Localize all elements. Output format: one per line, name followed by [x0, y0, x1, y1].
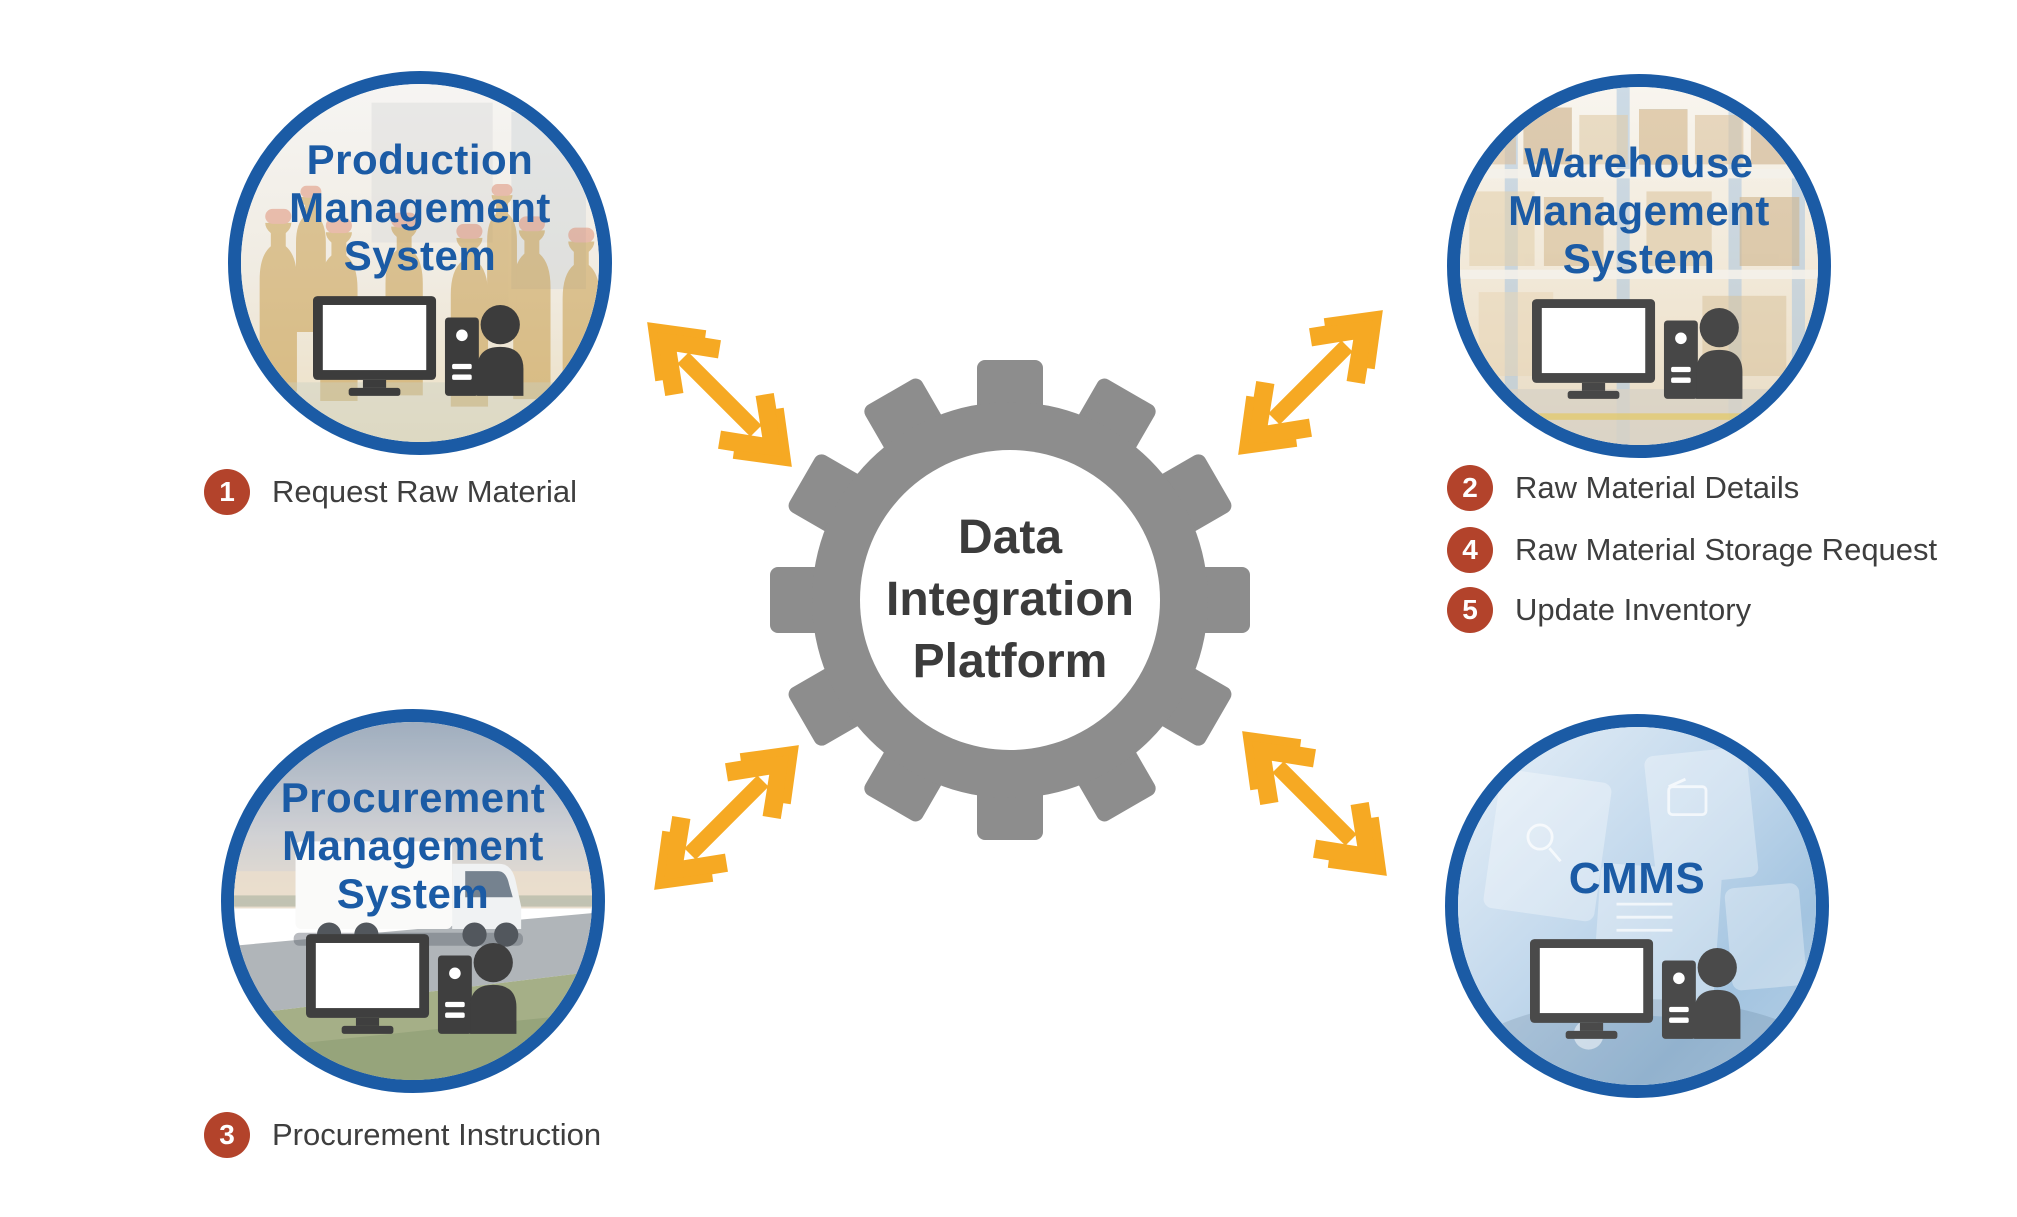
annotation-label: Raw Material Storage Request	[1515, 532, 1938, 567]
data-integration-platform-node: Data Integration Platform	[770, 360, 1250, 840]
gear-icon	[770, 360, 1250, 840]
node-warehouse-management-system: Warehouse Management System	[1447, 74, 1831, 458]
node-production-management-system: Production Management System	[228, 71, 612, 455]
annotation-label: Request Raw Material	[272, 474, 577, 509]
annotation-label: Update Inventory	[1515, 592, 1752, 627]
platform-title: Data Integration Platform	[886, 511, 1134, 688]
double-headed-arrow-icon	[1242, 731, 1387, 876]
annotation-raw-material-storage-request: 4 Raw Material Storage Request	[1447, 527, 1937, 573]
production-photo	[241, 84, 599, 442]
annotation-raw-material-details: 2 Raw Material Details	[1447, 465, 1799, 511]
arrow-cmms-platform	[1207, 696, 1422, 911]
arrow-production-platform	[612, 287, 827, 502]
step-number-badge: 2	[1447, 465, 1493, 511]
computer-workstation-icon	[313, 296, 527, 396]
arrow-procurement-platform	[619, 710, 834, 925]
annotation-procurement-instruction: 3 Procurement Instruction	[204, 1112, 601, 1158]
step-number-badge: 5	[1447, 587, 1493, 633]
computer-workstation-icon	[1530, 939, 1744, 1039]
node-title: CMMS	[1568, 854, 1706, 903]
annotation-label: Procurement Instruction	[272, 1117, 602, 1152]
node-cmms: CMMS	[1445, 714, 1829, 1098]
annotation-label: Raw Material Details	[1515, 470, 1800, 505]
arrow-warehouse-platform	[1203, 275, 1418, 490]
computer-workstation-icon	[306, 934, 520, 1034]
user-icon	[1699, 307, 1739, 348]
user-icon	[480, 304, 520, 345]
step-number-badge: 4	[1447, 527, 1493, 573]
node-title: Warehouse Management System	[1508, 139, 1770, 282]
node-title: Production Management System	[289, 136, 551, 279]
user-icon	[1697, 947, 1737, 988]
double-headed-arrow-icon	[647, 322, 792, 467]
double-headed-arrow-icon	[1238, 310, 1383, 455]
double-headed-arrow-icon	[654, 745, 799, 890]
annotation-request-raw-material: 1 Request Raw Material	[204, 469, 577, 515]
step-number-badge: 1	[204, 469, 250, 515]
node-title: Procurement Management System	[280, 774, 546, 917]
user-icon	[473, 942, 513, 983]
step-number-badge: 3	[204, 1112, 250, 1158]
node-procurement-management-system: Procurement Management System	[221, 709, 605, 1093]
annotation-update-inventory: 5 Update Inventory	[1447, 587, 1751, 633]
computer-workstation-icon	[1532, 299, 1746, 399]
